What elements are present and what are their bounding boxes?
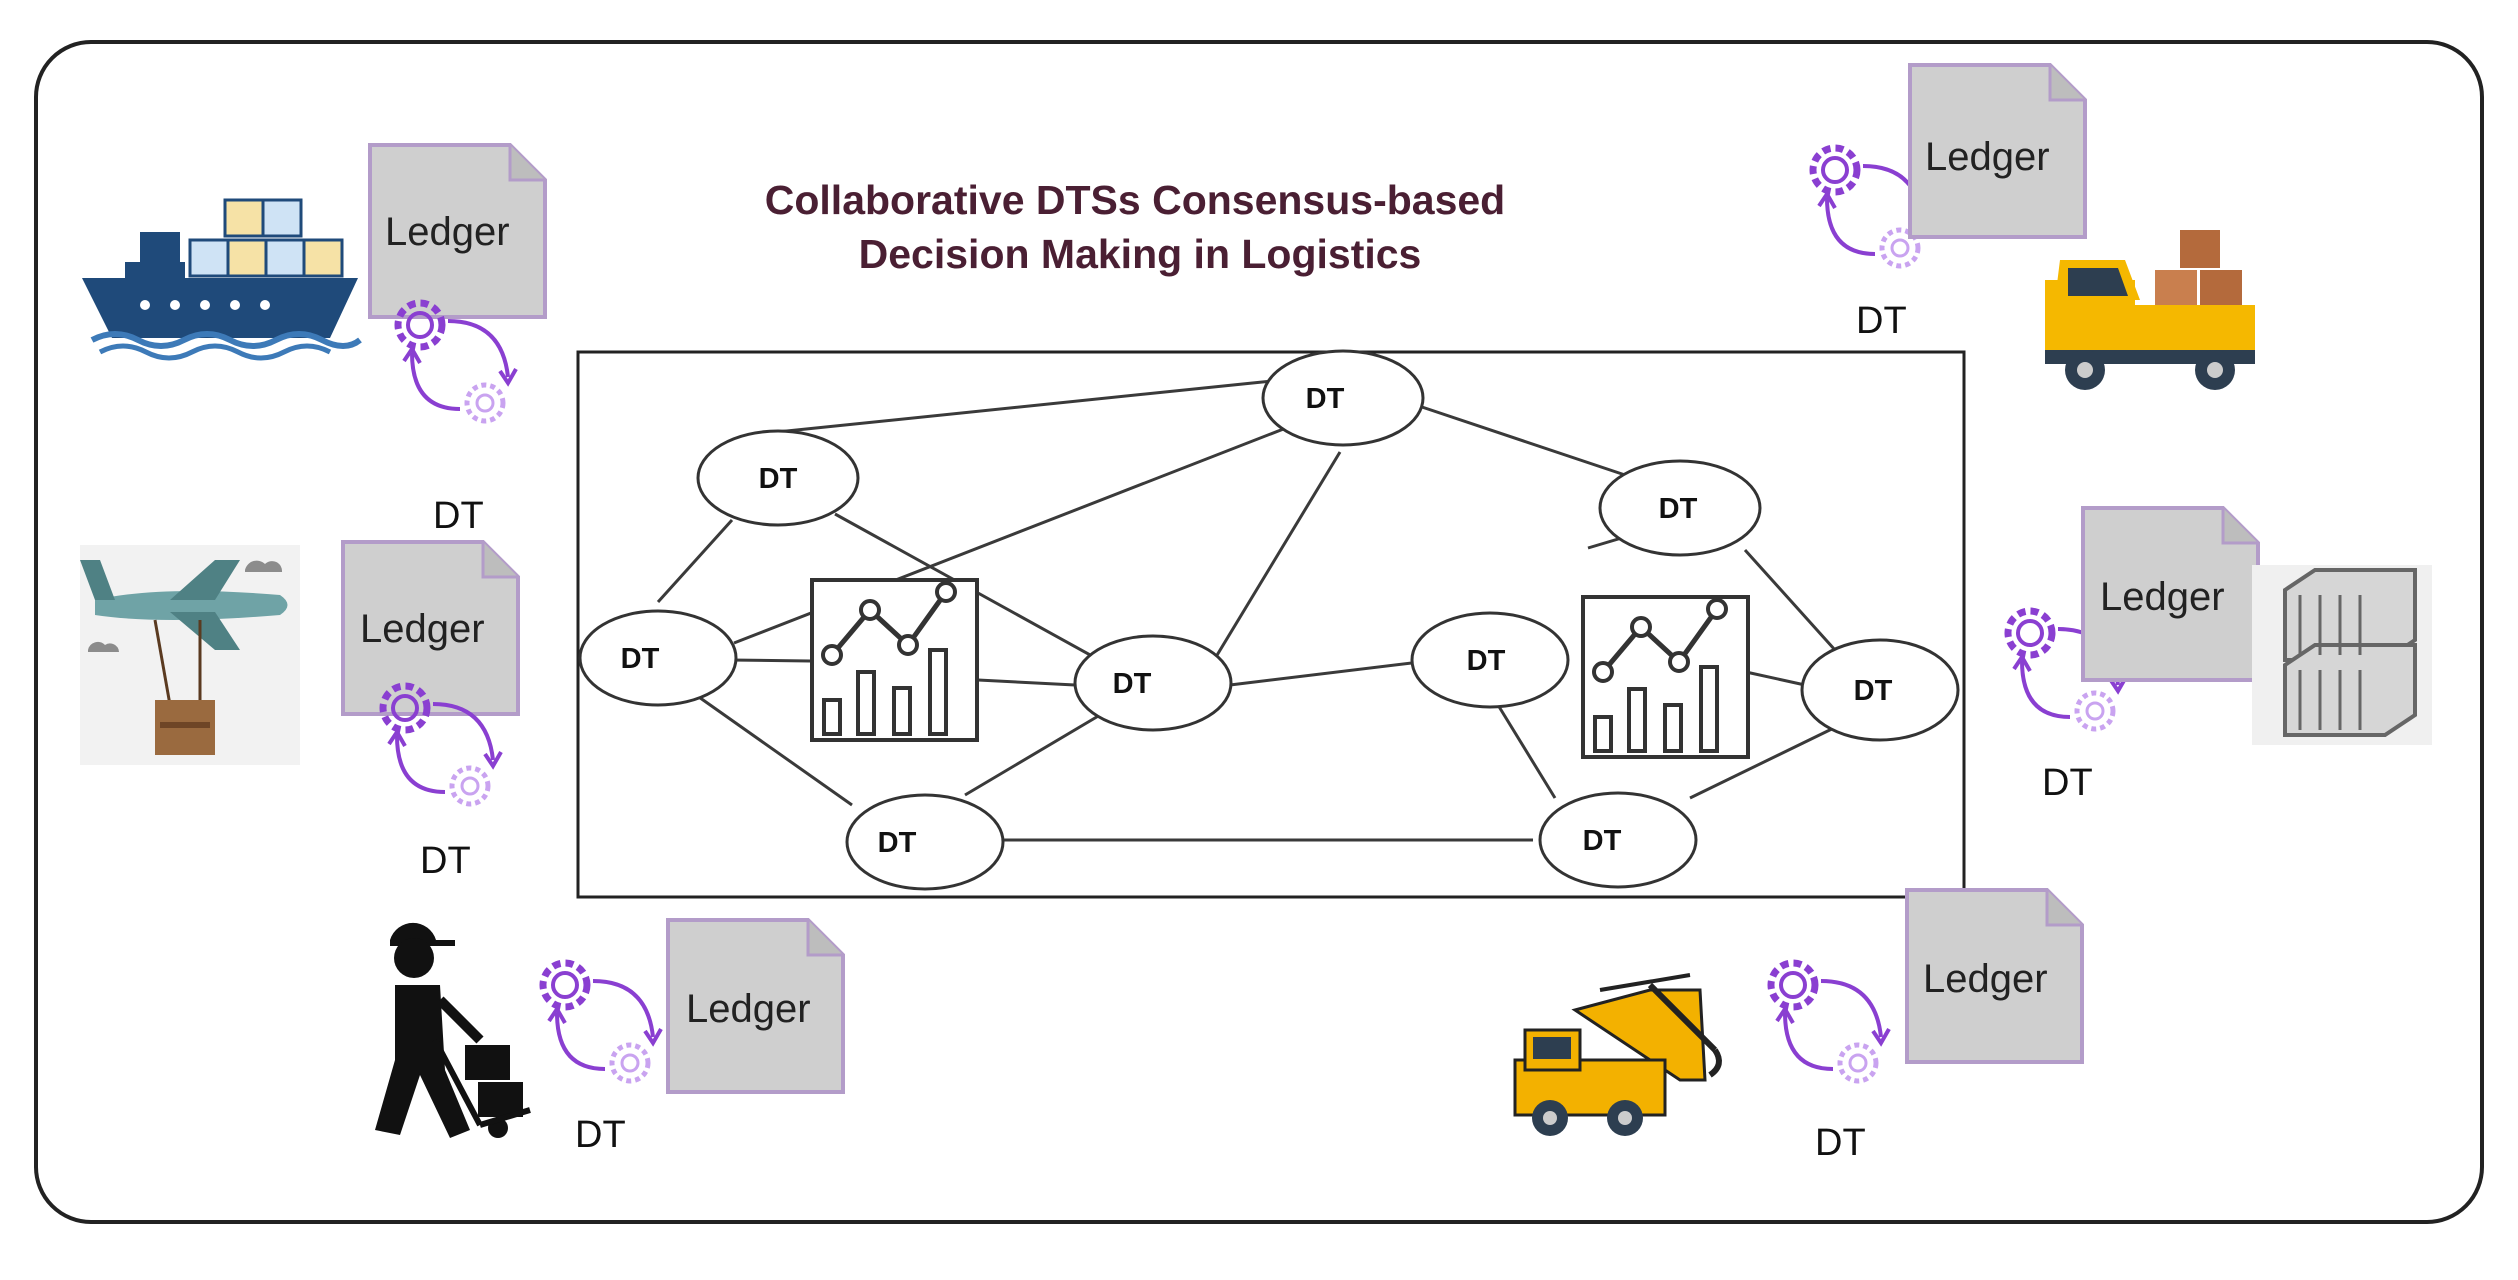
- dt-node: DT: [696, 429, 860, 527]
- edge: [834, 512, 1131, 679]
- dt-node: DT: [1800, 638, 1960, 742]
- dt-node: DT: [1261, 349, 1425, 447]
- dt-label: DT: [420, 840, 471, 882]
- edge: [1745, 670, 1806, 687]
- edge: [1203, 451, 1342, 676]
- dt-node-label: DT: [1583, 825, 1622, 857]
- dt-node: DT: [845, 793, 1005, 891]
- edge: [1229, 660, 1421, 687]
- dt-node: DT: [1598, 459, 1762, 557]
- diagram-title-line1: Collaborative DTSs Consensus-based: [765, 177, 1505, 223]
- ledger-label: Ledger: [1923, 957, 2048, 1001]
- edge: [1689, 723, 1841, 800]
- edge: [1409, 401, 1641, 482]
- network-nodes: DT DT DT DT DT DT DT DT: [578, 349, 1960, 891]
- dt-node-label: DT: [759, 463, 798, 495]
- edge: [729, 658, 811, 663]
- edge: [656, 518, 734, 604]
- dt-node-label: DT: [1659, 493, 1698, 525]
- crane-truck-icon: [1513, 973, 1722, 1136]
- dt-node-label: DT: [1113, 668, 1152, 700]
- air-cargo-icon: [80, 545, 300, 765]
- dt-label: DT: [433, 495, 484, 537]
- delivery-worker-icon: [375, 922, 531, 1138]
- dt-node: DT: [1073, 634, 1233, 732]
- ledger-label: Ledger: [686, 987, 811, 1031]
- ledger-label: Ledger: [1925, 135, 2050, 179]
- dt-label: DT: [2042, 762, 2093, 804]
- dt-node: DT: [1410, 611, 1570, 709]
- dt-node-label: DT: [1467, 645, 1506, 677]
- delivery-truck-icon: [2045, 230, 2255, 390]
- dt-node-label: DT: [878, 827, 917, 859]
- analytics-chart-icon: [812, 580, 977, 740]
- dt-node-label: DT: [1854, 675, 1893, 707]
- analytics-chart-icon: [1583, 597, 1748, 757]
- shipping-container-icon: [2252, 565, 2432, 745]
- dt-node-label: DT: [1306, 383, 1345, 415]
- cargo-ship-icon: [82, 198, 362, 361]
- edge: [964, 713, 1101, 797]
- dt-label: DT: [1856, 300, 1907, 342]
- edge: [1496, 704, 1557, 799]
- ledger-label: Ledger: [360, 607, 485, 651]
- dt-label: DT: [575, 1114, 626, 1156]
- dt-node: DT: [1538, 791, 1698, 889]
- dt-label: DT: [1815, 1122, 1866, 1164]
- ledger-label: Ledger: [385, 210, 510, 254]
- ledger-label: Ledger: [2100, 575, 2225, 619]
- edge: [776, 373, 1331, 434]
- dt-node: DT: [578, 609, 738, 707]
- edge: [977, 678, 1076, 687]
- edge: [1743, 548, 1837, 652]
- diagram-title-line2: Decision Making in Logistics: [859, 231, 1422, 277]
- edge: [695, 693, 853, 807]
- dt-node-label: DT: [621, 643, 660, 675]
